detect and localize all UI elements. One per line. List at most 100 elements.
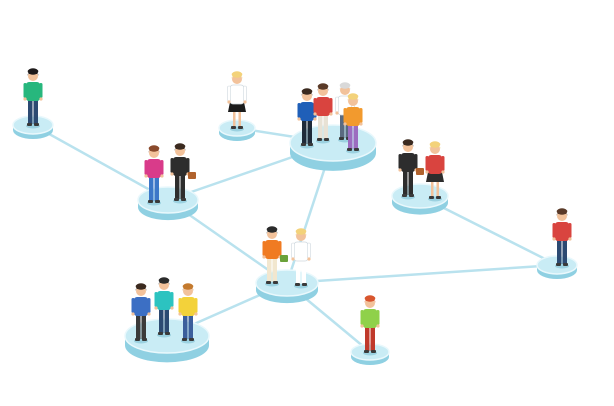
right-arm: [186, 158, 190, 173]
left-hand: [144, 174, 148, 178]
right-leg: [353, 124, 358, 149]
left-arm: [291, 242, 296, 259]
right-hand: [313, 117, 317, 121]
network-nodes: [12, 68, 578, 365]
left-shoe: [158, 332, 163, 335]
person-figure: [552, 208, 572, 269]
node-left-couple: [137, 143, 199, 221]
person-figure: [291, 228, 311, 289]
bag: [280, 255, 288, 262]
right-shoe: [189, 338, 194, 341]
person-figure: [360, 295, 380, 356]
right-leg: [323, 114, 328, 139]
hair-top: [266, 226, 278, 233]
right-hand: [376, 324, 380, 328]
left-arm: [131, 298, 135, 313]
left-hand: [291, 257, 295, 261]
left-shoe: [27, 123, 32, 126]
right-arm: [243, 85, 247, 102]
left-hand: [343, 122, 347, 126]
hair-top: [182, 283, 194, 290]
person-figure: [178, 283, 198, 344]
right-arm: [306, 242, 311, 259]
left-shoe: [402, 194, 407, 197]
right-leg: [188, 314, 193, 339]
right-shoe: [354, 148, 359, 151]
right-hand: [147, 312, 151, 316]
hair-top: [158, 277, 170, 284]
right-leg: [307, 119, 312, 144]
left-hand: [131, 312, 135, 316]
right-hand: [441, 170, 445, 174]
node-top-center: [218, 71, 256, 141]
right-hand: [307, 257, 311, 261]
disc-top: [137, 186, 199, 214]
right-leg: [562, 239, 567, 264]
right-leg: [164, 308, 169, 333]
left-shoe: [339, 137, 344, 140]
hair-top: [556, 208, 568, 215]
right-leg: [180, 174, 185, 199]
right-arm: [359, 108, 363, 123]
person-figure: [131, 283, 151, 344]
left-leg: [183, 314, 188, 339]
left-arm: [313, 98, 317, 113]
left-leg: [28, 99, 33, 124]
person-figure: [227, 71, 247, 132]
torso: [134, 297, 148, 316]
torso: [346, 107, 360, 126]
left-arm: [335, 96, 340, 113]
right-leg: [408, 170, 413, 195]
right-arm: [568, 223, 572, 238]
hair-top: [295, 228, 307, 235]
left-shoe: [301, 143, 306, 146]
left-hand: [262, 255, 266, 259]
right-hand: [568, 237, 572, 241]
hair-top: [148, 145, 160, 152]
left-arm: [343, 108, 347, 123]
hair-top: [347, 93, 359, 100]
left-arm: [552, 223, 556, 238]
left-hand: [425, 170, 429, 174]
connection-line: [31, 123, 170, 202]
right-shoe: [324, 138, 329, 141]
person-figure: [154, 277, 174, 338]
left-shoe: [148, 200, 153, 203]
left-leg: [159, 308, 164, 333]
torso: [157, 291, 171, 310]
node-top-left: [12, 68, 54, 139]
disc-top: [255, 269, 319, 297]
right-shoe: [34, 123, 39, 126]
right-shoe: [436, 196, 441, 199]
left-hand: [313, 112, 317, 116]
right-arm: [414, 154, 418, 169]
person-figure: [398, 139, 424, 200]
skirt: [228, 102, 246, 112]
left-shoe: [174, 198, 179, 201]
hair-top: [301, 88, 313, 95]
torso: [229, 84, 245, 105]
node-bottom-left-group: [124, 277, 210, 363]
left-leg: [175, 174, 180, 199]
left-hand: [178, 312, 182, 316]
person-figure: [170, 143, 196, 204]
right-hand: [329, 112, 333, 116]
right-arm: [147, 298, 151, 313]
left-leg: [557, 239, 562, 264]
right-shoe: [181, 198, 186, 201]
right-arm: [39, 83, 43, 98]
left-leg: [340, 113, 345, 138]
torso: [181, 297, 195, 316]
left-leg: [149, 176, 154, 201]
left-shoe: [317, 138, 322, 141]
torso: [316, 97, 330, 116]
person-figure: [144, 145, 164, 206]
hair-top: [429, 141, 441, 148]
left-leg: [365, 326, 370, 351]
right-leg: [154, 176, 159, 201]
right-leg: [436, 182, 439, 196]
left-arm: [398, 154, 402, 169]
right-shoe: [273, 281, 278, 284]
hair-top: [231, 71, 243, 78]
left-leg: [302, 119, 307, 144]
